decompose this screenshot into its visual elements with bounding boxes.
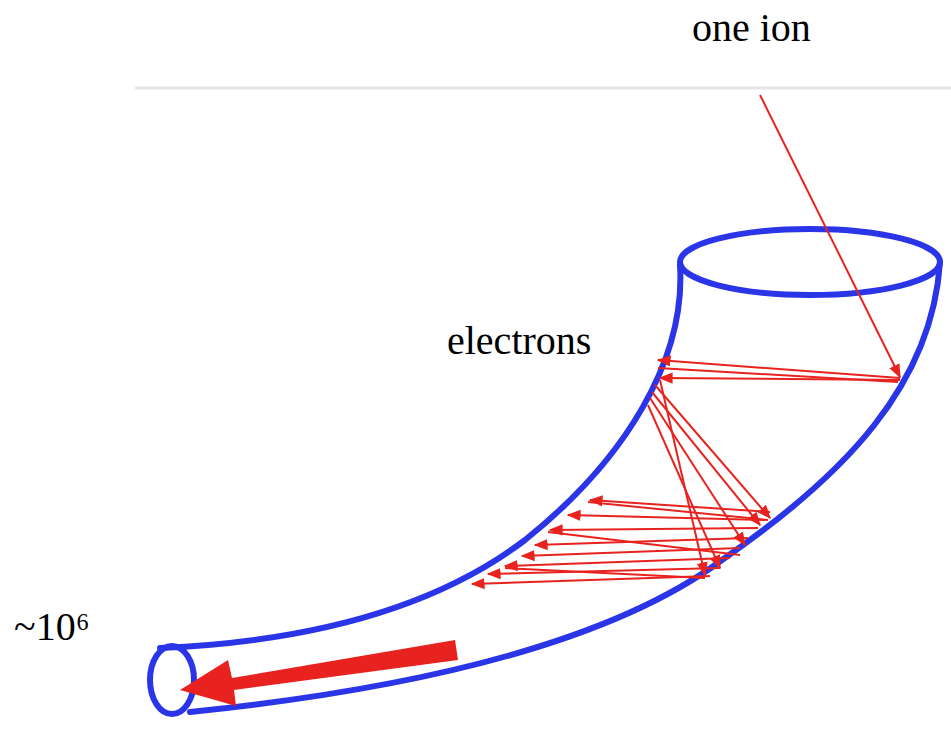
- frame-line: [135, 87, 951, 90]
- electron-track: [588, 502, 768, 520]
- electron-track: [505, 568, 705, 578]
- electron-track: [550, 528, 758, 530]
- electron-track: [650, 398, 745, 545]
- horn-exit: [150, 646, 194, 714]
- output-arrow: [180, 640, 458, 706]
- gain-label: ~10⁶: [14, 604, 90, 650]
- electron-track: [660, 378, 900, 380]
- electron-track: [548, 532, 740, 555]
- ion-track: [760, 95, 900, 377]
- electron-track: [655, 385, 770, 518]
- horn-inner-wall: [160, 265, 680, 648]
- channel-horn: [150, 229, 940, 714]
- horn-mouth: [680, 229, 940, 295]
- electrons-label: electrons: [447, 318, 591, 364]
- ion-label: one ion: [692, 5, 811, 51]
- electron-track: [505, 558, 730, 566]
- horn-outer-wall: [190, 262, 940, 712]
